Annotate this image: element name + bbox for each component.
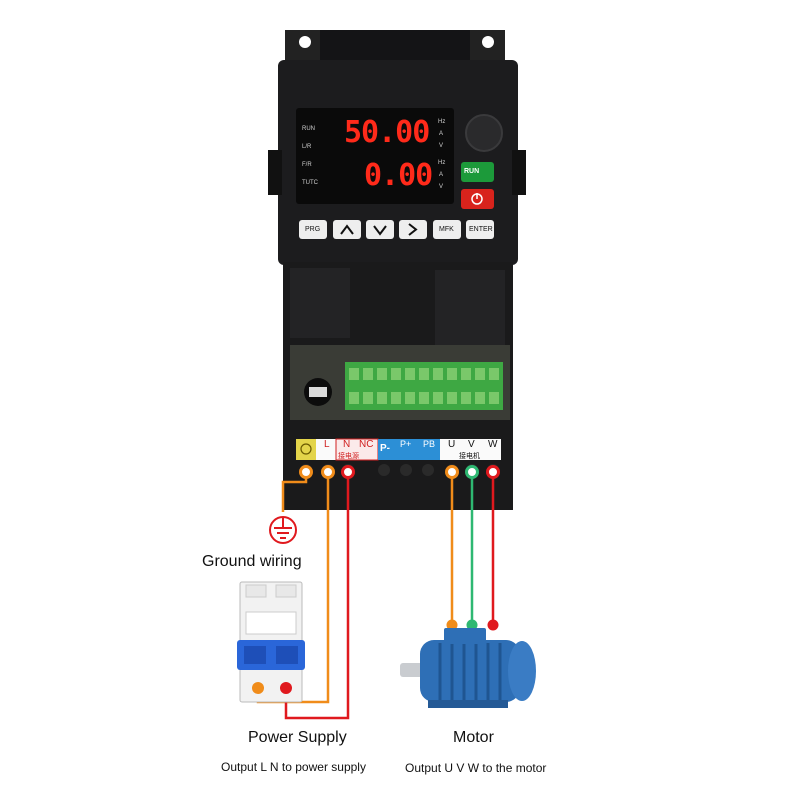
motor: [400, 628, 536, 708]
run-button-shape[interactable]: [461, 162, 494, 182]
status-led-lr: L/R: [302, 144, 312, 150]
status-led-tutc: TUTC: [302, 180, 318, 186]
mfk-button[interactable]: MFK: [439, 226, 454, 233]
terminal-label-u: U: [448, 439, 456, 450]
terminal-label-nc: NC: [359, 439, 374, 450]
frequency-readout: 50.00: [344, 115, 430, 150]
terminal-dots: [299, 465, 500, 631]
unit-led-a-top: A: [439, 131, 444, 137]
status-led-fr: F/R: [302, 162, 312, 168]
unit-led-a-bottom: A: [439, 172, 444, 178]
circuit-breaker: [237, 581, 305, 703]
ground-icon: [269, 516, 297, 544]
terminal-caption-power: 接电源: [338, 453, 359, 460]
motor-label: Motor: [453, 729, 494, 746]
unit-led-hz-top: Hz: [438, 119, 446, 125]
terminal-label-l: L: [324, 439, 330, 450]
terminal-label-pminus: P-: [380, 443, 390, 454]
n-wire: [284, 472, 350, 720]
power-supply-label: Power Supply: [248, 729, 347, 746]
run-button[interactable]: RUN: [464, 168, 480, 175]
power-supply-note: Output L N to power supply: [221, 760, 366, 774]
terminal-label-pb: PB: [423, 439, 436, 449]
terminal-label-w: W: [488, 439, 498, 450]
unit-led-hz-bottom: Hz: [438, 160, 446, 166]
terminal-label-n: N: [343, 439, 351, 450]
status-led-run: RUN: [302, 126, 315, 132]
potentiometer-dial[interactable]: [465, 114, 503, 152]
inverter: [268, 30, 526, 510]
unit-led-v-top: V: [439, 143, 444, 149]
enter-button[interactable]: ENTER: [469, 226, 493, 233]
terminal-label-pplus: P+: [400, 439, 412, 449]
terminal-caption-motor: 接电机: [459, 453, 480, 460]
ground-wiring-label: Ground wiring: [202, 553, 302, 570]
current-readout: 0.00: [364, 158, 433, 193]
motor-note: Output U V W to the motor: [405, 761, 547, 775]
terminal-label-v: V: [468, 439, 475, 450]
prg-button[interactable]: PRG: [305, 226, 321, 233]
unit-led-v-bottom: V: [439, 184, 444, 190]
display-panel: [296, 108, 454, 204]
